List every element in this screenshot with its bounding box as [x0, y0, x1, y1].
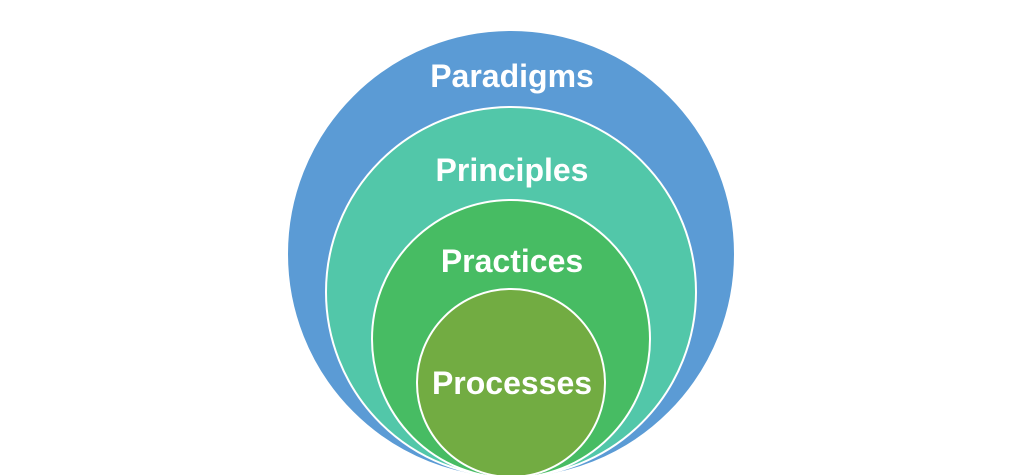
label-paradigms: Paradigms: [430, 58, 594, 94]
label-processes: Processes: [431, 365, 593, 401]
circle-processes: [416, 288, 606, 475]
label-practices: Practices: [440, 243, 584, 279]
label-principles: Principles: [435, 152, 589, 188]
